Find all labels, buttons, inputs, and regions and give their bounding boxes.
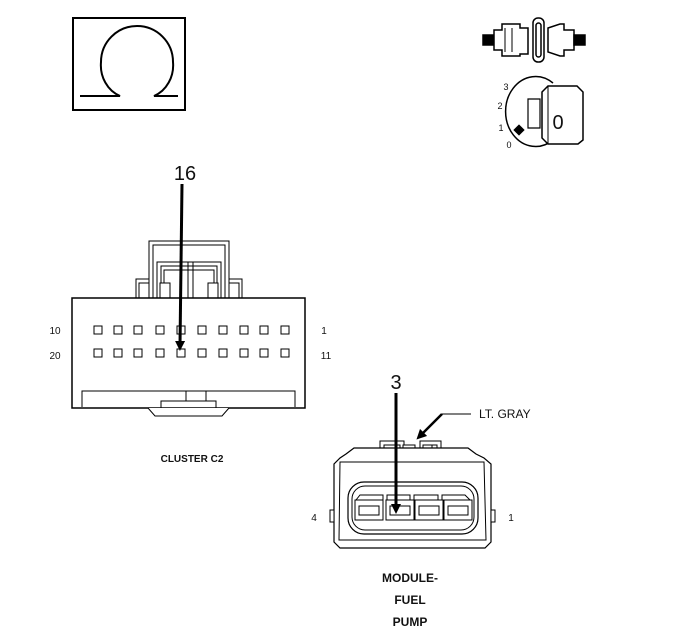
- cluster-cavity: [113, 348, 123, 358]
- disconnected-connector-icon: [482, 17, 586, 63]
- ignition-key-label: 0: [552, 112, 563, 134]
- cluster-pin-callout: 16: [174, 163, 196, 185]
- pump-connector-name-line3: PUMP: [393, 615, 428, 629]
- cluster-row2-left-label: 20: [49, 351, 61, 362]
- cluster-cavity: [259, 325, 269, 335]
- cluster-cavity: [239, 325, 249, 335]
- fuel-pump-connector: 4 1 3 LT. GRAY MODULE- FUEL PUMP: [311, 372, 530, 629]
- ignition-position-1: 1: [498, 123, 503, 133]
- cluster-cavity: [93, 348, 103, 358]
- cluster-cavity: [197, 348, 207, 358]
- ignition-position-2: 2: [497, 101, 502, 111]
- pump-pin-callout: 3: [390, 372, 401, 394]
- ohmmeter-icon: [72, 17, 186, 111]
- cluster-row1-right-label: 1: [321, 326, 327, 337]
- cluster-cavity: [133, 325, 143, 335]
- ignition-position-0: 0: [506, 140, 511, 150]
- cluster-row1-left-label: 10: [49, 326, 61, 337]
- color-callout-label: LT. GRAY: [479, 407, 531, 421]
- cluster-cavity: [280, 325, 290, 335]
- cluster-cavity: [155, 348, 165, 358]
- cluster-cavity: [218, 348, 228, 358]
- cluster-cavity: [113, 325, 123, 335]
- ignition-position-3: 3: [503, 82, 508, 92]
- ohm-symbol: [80, 24, 178, 97]
- cluster-cavity: [93, 325, 103, 335]
- cluster-callout-arrow: [175, 183, 186, 351]
- pump-cavities: [354, 494, 473, 521]
- cluster-connector-name: CLUSTER C2: [161, 454, 224, 465]
- cluster-cavity: [155, 325, 165, 335]
- pump-connector-name-line1: MODULE-: [382, 571, 438, 585]
- cluster-row2-right-label: 11: [321, 351, 332, 362]
- ignition-key-icon: 0 3 2 1 0: [497, 75, 584, 150]
- cluster-cavity: [218, 325, 228, 335]
- cluster-cavity: [239, 348, 249, 358]
- cluster-c2-connector: 10 1 20 11 16 CLUSTER C2: [49, 163, 331, 465]
- color-callout-arrow: [416, 413, 443, 440]
- cluster-cavity: [280, 348, 290, 358]
- cluster-cavities: [93, 325, 290, 358]
- cluster-cavity: [176, 348, 186, 358]
- pump-left-pin-label: 4: [311, 513, 317, 524]
- cluster-cavity: [259, 348, 269, 358]
- pump-right-pin-label: 1: [508, 513, 514, 524]
- cluster-cavity: [133, 348, 143, 358]
- pump-connector-name-line2: FUEL: [394, 593, 425, 607]
- cluster-cavity: [197, 325, 207, 335]
